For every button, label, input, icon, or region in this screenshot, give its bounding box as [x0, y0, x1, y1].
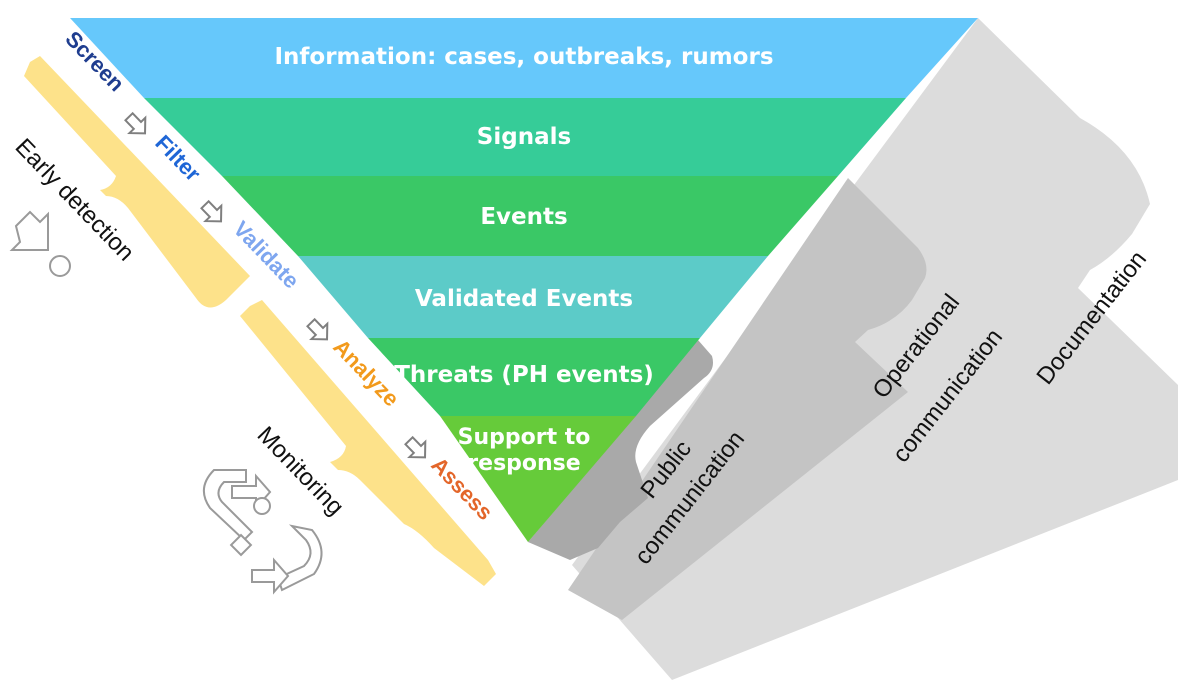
funnel-label-support-line2: response [467, 451, 580, 476]
public-communication-tab [528, 340, 713, 560]
funnel-level-validated-events [298, 256, 768, 338]
funnel-label-validated-events: Validated Events [415, 286, 633, 312]
arrow-right-icon [306, 317, 329, 341]
arrow-right-icon [404, 435, 427, 459]
funnel-level-support [440, 416, 636, 542]
monitoring-cycle-icon [203, 469, 323, 595]
detection-icon [9, 210, 71, 277]
funnel-label-information: Information: cases, outbreaks, rumors [274, 44, 773, 70]
funnel-label-support-line1: Support to [458, 425, 591, 450]
early-detection-bracket [24, 56, 250, 308]
funnel-level-events [222, 176, 838, 256]
funnel-label-signals: Signals [477, 124, 571, 150]
operational-communication-tab [568, 178, 927, 620]
funnel-level-threats [368, 338, 700, 416]
funnel-label-threats: Threats (PH events) [394, 362, 654, 388]
monitoring-bracket [240, 300, 496, 586]
funnel-label-events: Events [480, 204, 567, 230]
arrow-right-icon [124, 111, 147, 135]
arrow-right-icon [200, 199, 223, 223]
funnel-level-signals [144, 98, 906, 176]
funnel-level-information [70, 18, 978, 98]
